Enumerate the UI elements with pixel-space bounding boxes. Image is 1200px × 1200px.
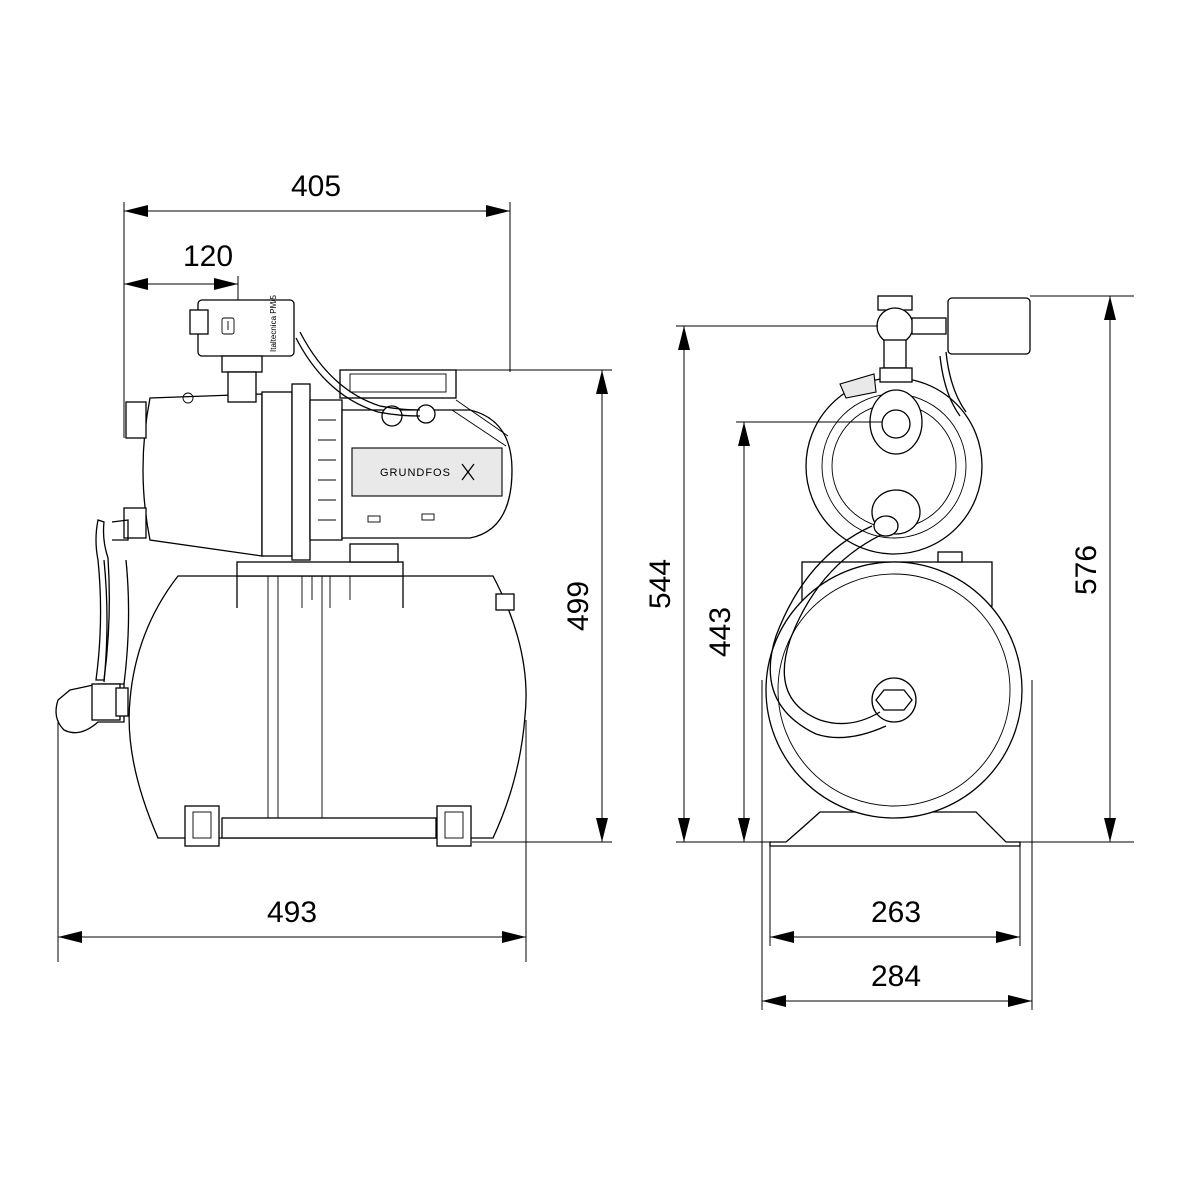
- brand-label: GRUNDFOS: [380, 467, 451, 479]
- dim-label-284: 284: [871, 960, 921, 993]
- dimension-443: 443: [704, 421, 882, 842]
- tank-foot-right: [436, 805, 472, 847]
- pump-bracket: [236, 543, 404, 608]
- front-view: [765, 295, 1031, 847]
- motor: GRUNDFOS: [309, 369, 513, 541]
- dimension-576: 576: [1020, 295, 1134, 843]
- dim-label-263: 263: [871, 896, 921, 929]
- dim-label-544: 544: [644, 559, 677, 609]
- pressure-tank-front: [765, 561, 1023, 819]
- pressure-switch-front: [839, 295, 1031, 417]
- dim-label-443: 443: [704, 607, 737, 657]
- dim-label-405: 405: [291, 170, 341, 203]
- dim-label-576: 576: [1070, 545, 1103, 595]
- tank-foot-left: [184, 805, 220, 847]
- dimension-263: 263: [769, 846, 1021, 946]
- dimension-544: 544: [644, 325, 878, 843]
- pressure-tank-side: [128, 575, 527, 847]
- dimension-499: 499: [456, 369, 612, 843]
- grundfos-logo-icon: [461, 463, 475, 481]
- dimension-284: 284: [761, 680, 1033, 1010]
- hose-side: [55, 519, 130, 734]
- pump-body: [123, 383, 311, 561]
- power-switch-icon: [221, 317, 235, 335]
- dim-label-493: 493: [267, 896, 317, 929]
- pump-front: [805, 377, 983, 563]
- side-view: GRUNDFOS Italtecnica PM/5: [55, 295, 527, 847]
- switch-label: Italtecnica PM/5: [269, 295, 278, 352]
- dim-label-499: 499: [562, 581, 595, 631]
- dimension-405: 405: [123, 170, 511, 438]
- dimension-493: 493: [57, 720, 527, 962]
- hose-front: [769, 515, 899, 739]
- dim-label-120: 120: [183, 240, 233, 273]
- dimension-120: 120: [124, 240, 239, 300]
- pressure-switch-side: Italtecnica PM/5: [189, 295, 421, 417]
